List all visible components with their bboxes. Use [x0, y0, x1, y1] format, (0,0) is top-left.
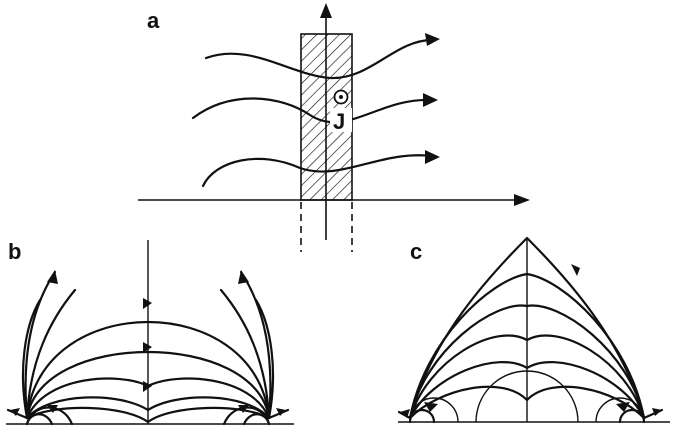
panel-b-stub-line	[267, 408, 290, 420]
panel-b-field-line	[25, 396, 271, 420]
current-label-background	[330, 108, 352, 132]
field-line-bottom	[201, 154, 434, 188]
panel-b-open-field-line	[219, 288, 271, 420]
panel-b-arrow-icon	[238, 270, 249, 284]
panel-b-arrow-icon	[276, 408, 286, 416]
panel-a: a J	[138, 3, 530, 252]
panel-c-arrow-icon	[400, 409, 410, 418]
field-line-arrow-icon	[423, 93, 438, 107]
panel-c-semicircle	[595, 397, 645, 423]
panel-c-label: c	[410, 239, 422, 264]
panel-c-field-line	[408, 385, 646, 420]
field-line-arrow-icon	[425, 150, 440, 164]
y-axis-arrow-icon	[320, 3, 332, 18]
x-axis-arrow-icon	[514, 194, 530, 206]
panel-b-open-field-line	[21, 298, 42, 420]
panel-b-arrow-icon	[47, 405, 58, 413]
panel-b: b	[6, 239, 294, 426]
panel-b-field-line	[25, 320, 271, 420]
panel-b-arrow-icon	[47, 270, 58, 284]
panel-c: c	[397, 236, 670, 424]
panel-c-field-line	[408, 304, 646, 420]
out-of-page-current-dot	[339, 95, 343, 99]
field-line-top	[204, 38, 434, 80]
field-line-middle	[191, 97, 432, 124]
panel-a-label: a	[147, 8, 160, 33]
panel-b-open-field-line	[24, 270, 57, 420]
panel-b-field-line	[25, 350, 271, 420]
panel-c-arrow-icon	[424, 402, 438, 412]
panel-c-field-line	[408, 272, 646, 420]
panel-b-arrow-icon	[143, 342, 152, 353]
panel-c-arrow-icon	[652, 408, 662, 416]
panel-b-field-line	[242, 413, 271, 426]
panel-c-semicircle	[409, 397, 459, 423]
panel-b-stub-line	[6, 408, 29, 420]
current-label: J	[333, 109, 345, 134]
panel-b-field-line	[25, 406, 271, 424]
panel-b-open-field-line	[254, 298, 275, 420]
panel-b-label: b	[8, 239, 21, 264]
panel-c-arrow-icon	[571, 264, 580, 276]
panel-c-field-line	[408, 334, 646, 420]
panel-b-arrow-icon	[238, 405, 249, 413]
panel-c-semicircle	[475, 370, 579, 423]
panel-c-field-line	[408, 361, 646, 420]
panel-b-open-field-line	[239, 270, 272, 420]
panel-b-arrow-icon	[143, 298, 152, 309]
panel-b-arrow-icon	[143, 381, 152, 392]
panel-b-field-line	[25, 413, 54, 426]
panel-b-arrow-icon	[10, 408, 20, 416]
panel-c-arrow-icon	[616, 402, 630, 412]
panel-b-open-field-line	[25, 288, 77, 420]
field-line-arrow-icon	[425, 33, 440, 46]
